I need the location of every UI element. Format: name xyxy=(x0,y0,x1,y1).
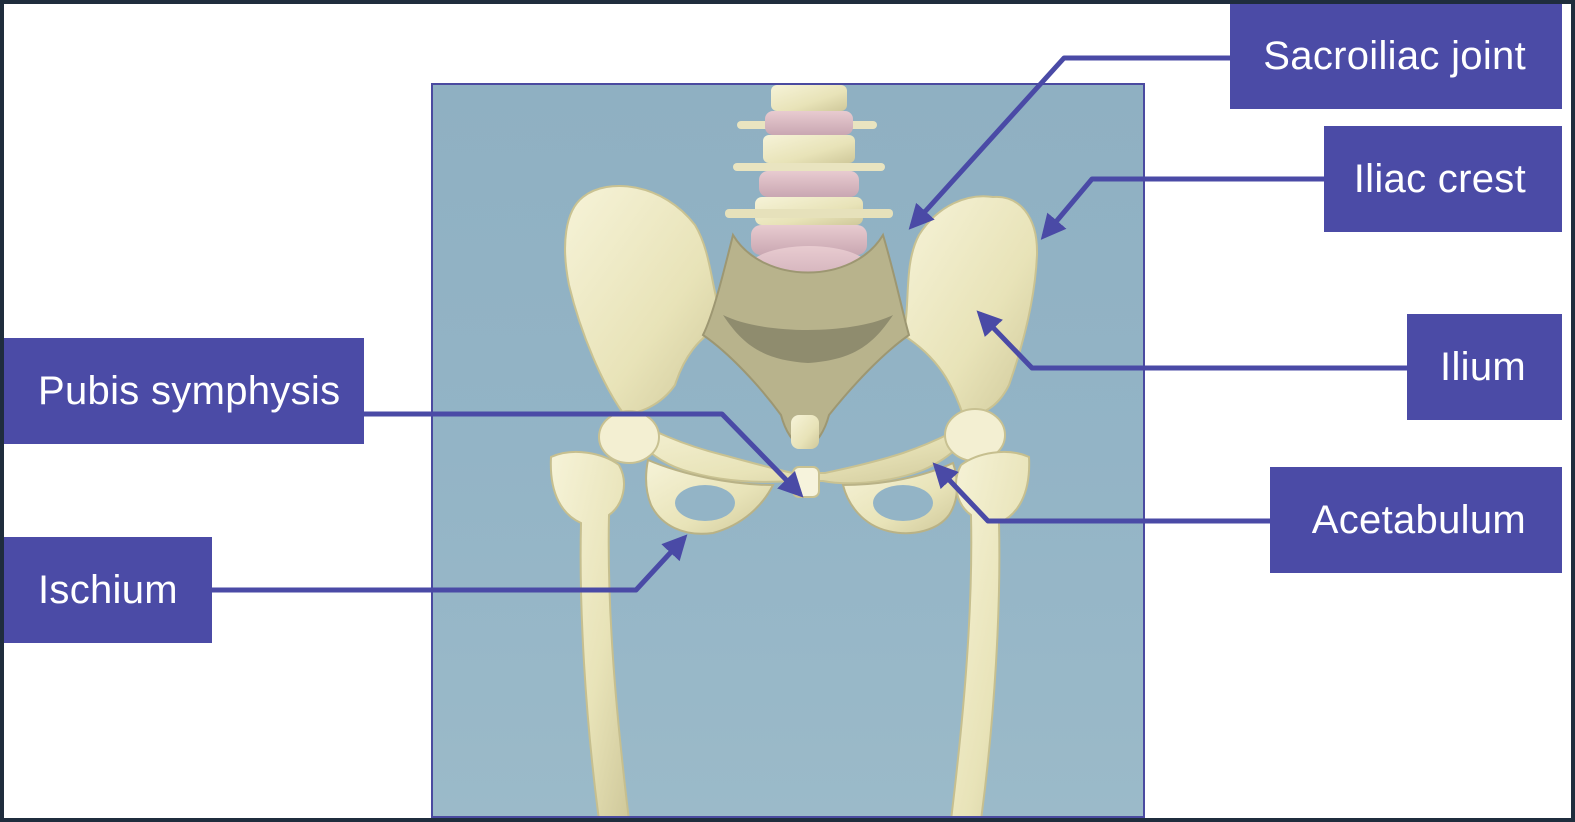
right-femur xyxy=(951,452,1029,818)
left-femoral-head xyxy=(599,411,659,463)
label-ischium: Ischium xyxy=(4,537,212,643)
label-text: Ischium xyxy=(38,568,178,613)
label-ilium: Ilium xyxy=(1407,314,1562,420)
left-ilium xyxy=(565,186,725,413)
diagram-canvas: Sacroiliac joint Iliac crest Ilium Aceta… xyxy=(4,4,1571,818)
pelvis-illustration xyxy=(431,83,1145,818)
pelvis-drawing xyxy=(433,85,1145,818)
left-femur xyxy=(551,452,629,818)
label-pubis-symphysis: Pubis symphysis xyxy=(4,338,364,444)
label-text: Pubis symphysis xyxy=(38,369,340,414)
label-sacroiliac-joint: Sacroiliac joint xyxy=(1230,4,1562,109)
label-acetabulum: Acetabulum xyxy=(1270,467,1562,573)
right-ilium xyxy=(903,196,1037,415)
label-text: Sacroiliac joint xyxy=(1263,34,1526,79)
label-text: Ilium xyxy=(1440,345,1526,390)
label-iliac-crest: Iliac crest xyxy=(1324,126,1562,232)
label-text: Acetabulum xyxy=(1312,498,1526,543)
label-text: Iliac crest xyxy=(1354,157,1526,202)
pubic-symphysis xyxy=(793,467,819,497)
